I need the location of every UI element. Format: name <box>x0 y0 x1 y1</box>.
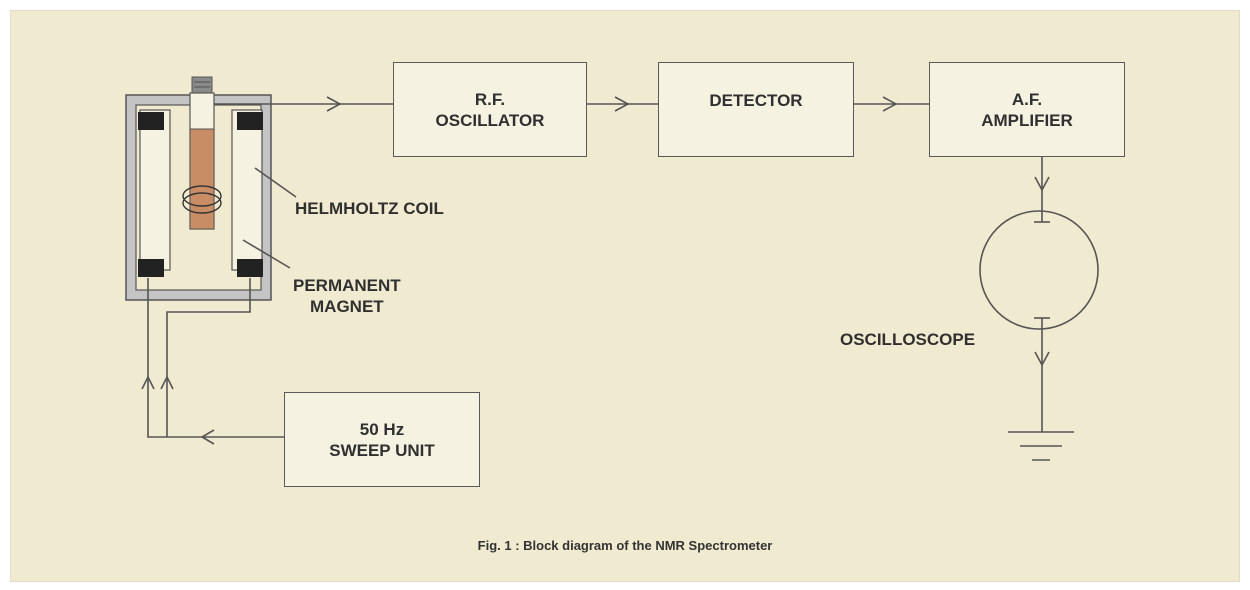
permanent-magnet-label: PERMANENT MAGNET <box>293 275 401 317</box>
wire-sweep-left <box>147 278 284 438</box>
oscilloscope-label: OSCILLOSCOPE <box>840 330 976 349</box>
oscilloscope-circle <box>979 210 1099 330</box>
rf-oscillator-line2: OSCILLATOR <box>435 110 545 130</box>
rf-coil <box>182 185 222 207</box>
detector-block: DETECTOR <box>658 62 854 157</box>
permanent-magnet-line1: PERMANENT <box>293 276 401 295</box>
coil-winding-bottom-left <box>138 259 164 277</box>
signal-wires <box>141 96 1099 461</box>
detector-label: DETECTOR <box>709 91 803 110</box>
sample-fill <box>189 128 215 230</box>
af-amplifier-block: A.F. AMPLIFIER <box>929 62 1125 157</box>
sweep-unit-line2: SWEEP UNIT <box>329 440 435 460</box>
magnet-assembly <box>125 76 272 301</box>
sweep-unit-line1: 50 Hz <box>359 419 405 439</box>
wire-sweep-right <box>166 278 251 437</box>
sample-cap <box>191 76 213 94</box>
permanent-magnet-line2: MAGNET <box>310 297 384 316</box>
coil-winding-top-right <box>237 112 263 130</box>
helmholtz-leader <box>254 167 297 198</box>
af-amplifier-line1: A.F. <box>1011 89 1043 109</box>
figure-caption: Fig. 1 : Block diagram of the NMR Spectr… <box>477 538 773 553</box>
sweep-unit-block: 50 Hz SWEEP UNIT <box>284 392 480 487</box>
helmholtz-coil-label: HELMHOLTZ COIL <box>295 199 444 218</box>
left-magnet-pole <box>139 109 171 271</box>
magnet-leader <box>242 239 291 269</box>
af-amplifier-line2: AMPLIFIER <box>981 110 1073 130</box>
rf-oscillator-line1: R.F. <box>474 89 506 109</box>
rf-oscillator-block: R.F. OSCILLATOR <box>393 62 587 157</box>
coil-winding-bottom-right <box>237 259 263 277</box>
coil-winding-top-left <box>138 112 164 130</box>
right-magnet-pole <box>231 109 263 271</box>
